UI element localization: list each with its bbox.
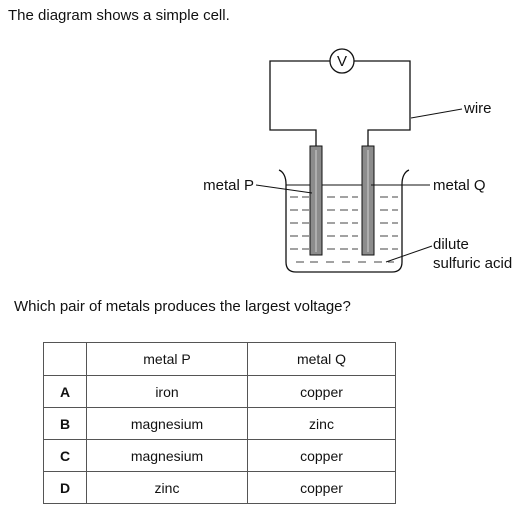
label-metal-p: metal P <box>203 177 254 194</box>
electrode-metal-q <box>361 145 375 256</box>
option-key: D <box>43 471 87 504</box>
table-row[interactable]: B magnesium zinc <box>43 407 396 440</box>
answer-table: metal P metal Q A iron copper B magnesiu… <box>43 342 396 504</box>
option-metal-q: copper <box>247 439 396 472</box>
header-metal-q: metal Q <box>247 342 396 376</box>
voltmeter-icon: V <box>329 48 355 74</box>
simple-cell-diagram: V <box>203 48 512 273</box>
table-row[interactable]: A iron copper <box>43 375 396 408</box>
label-acid-line1: dilute <box>433 236 469 253</box>
label-wire: wire <box>463 100 492 117</box>
option-metal-q: copper <box>247 375 396 408</box>
label-acid-line2: sulfuric acid <box>433 255 512 272</box>
label-metal-q: metal Q <box>433 177 486 194</box>
voltmeter-symbol: V <box>337 53 347 70</box>
option-metal-p: zinc <box>86 471 248 504</box>
intro-text: The diagram shows a simple cell. <box>8 7 230 24</box>
option-key: B <box>43 407 87 440</box>
circuit-wire <box>269 60 411 147</box>
option-metal-p: magnesium <box>86 439 248 472</box>
table-header-row: metal P metal Q <box>43 342 396 376</box>
option-metal-p: magnesium <box>86 407 248 440</box>
option-metal-q: zinc <box>247 407 396 440</box>
option-metal-p: iron <box>86 375 248 408</box>
header-key <box>43 342 87 376</box>
table-row[interactable]: D zinc copper <box>43 471 396 504</box>
header-metal-p: metal P <box>86 342 248 376</box>
option-key: A <box>43 375 87 408</box>
acid-liquid <box>290 196 398 263</box>
electrode-metal-p <box>309 145 323 256</box>
question-text: Which pair of metals produces the larges… <box>14 298 351 315</box>
option-key: C <box>43 439 87 472</box>
table-row[interactable]: C magnesium copper <box>43 439 396 472</box>
option-metal-q: copper <box>247 471 396 504</box>
leader-lines <box>255 108 463 263</box>
